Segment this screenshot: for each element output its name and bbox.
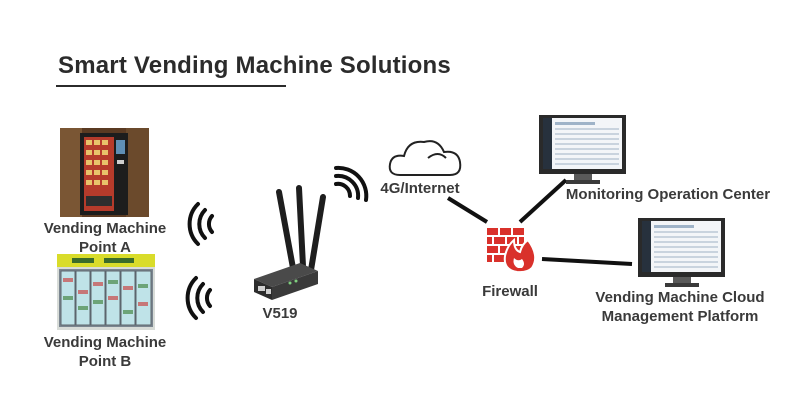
- point-a-label: Vending Machine Point A: [30, 219, 180, 257]
- wireless-signal-icon: [334, 165, 369, 202]
- monitor-icon: [638, 218, 725, 287]
- firewall-icon: [487, 228, 537, 274]
- point-a-label-line2: Point A: [79, 239, 131, 256]
- connector-internet-firewall: [446, 196, 489, 224]
- cellular-router-icon: [254, 185, 326, 300]
- monitoring-label: Monitoring Operation Center: [565, 186, 771, 203]
- wireless-signal-icon: [185, 276, 212, 320]
- internet-label: 4G/Internet: [380, 180, 460, 197]
- store-shelf-photo: [57, 254, 155, 330]
- monitor-icon: [539, 115, 626, 184]
- cloud-label-line2: Management Platform: [601, 308, 759, 325]
- cloud-icon: [388, 140, 462, 176]
- router-label: V519: [262, 305, 298, 322]
- point-b-label: Vending Machine Point B: [30, 333, 180, 371]
- title-underline: [56, 85, 286, 87]
- point-b-label-line1: Vending Machine: [43, 334, 167, 351]
- connector-firewall-monitoring: [518, 178, 568, 224]
- wireless-signal-icon: [187, 202, 214, 246]
- point-b-label-line2: Point B: [78, 353, 132, 370]
- firewall-label: Firewall: [482, 283, 538, 300]
- vending-machine-photo: [60, 128, 149, 217]
- cloud-label-line1: Vending Machine Cloud: [595, 289, 765, 306]
- connector-firewall-cloud: [541, 257, 633, 266]
- cloud-label: Vending Machine Cloud Management Platfor…: [575, 288, 785, 326]
- diagram-title: Smart Vending Machine Solutions: [58, 52, 451, 79]
- point-a-label-line1: Vending Machine: [43, 220, 167, 237]
